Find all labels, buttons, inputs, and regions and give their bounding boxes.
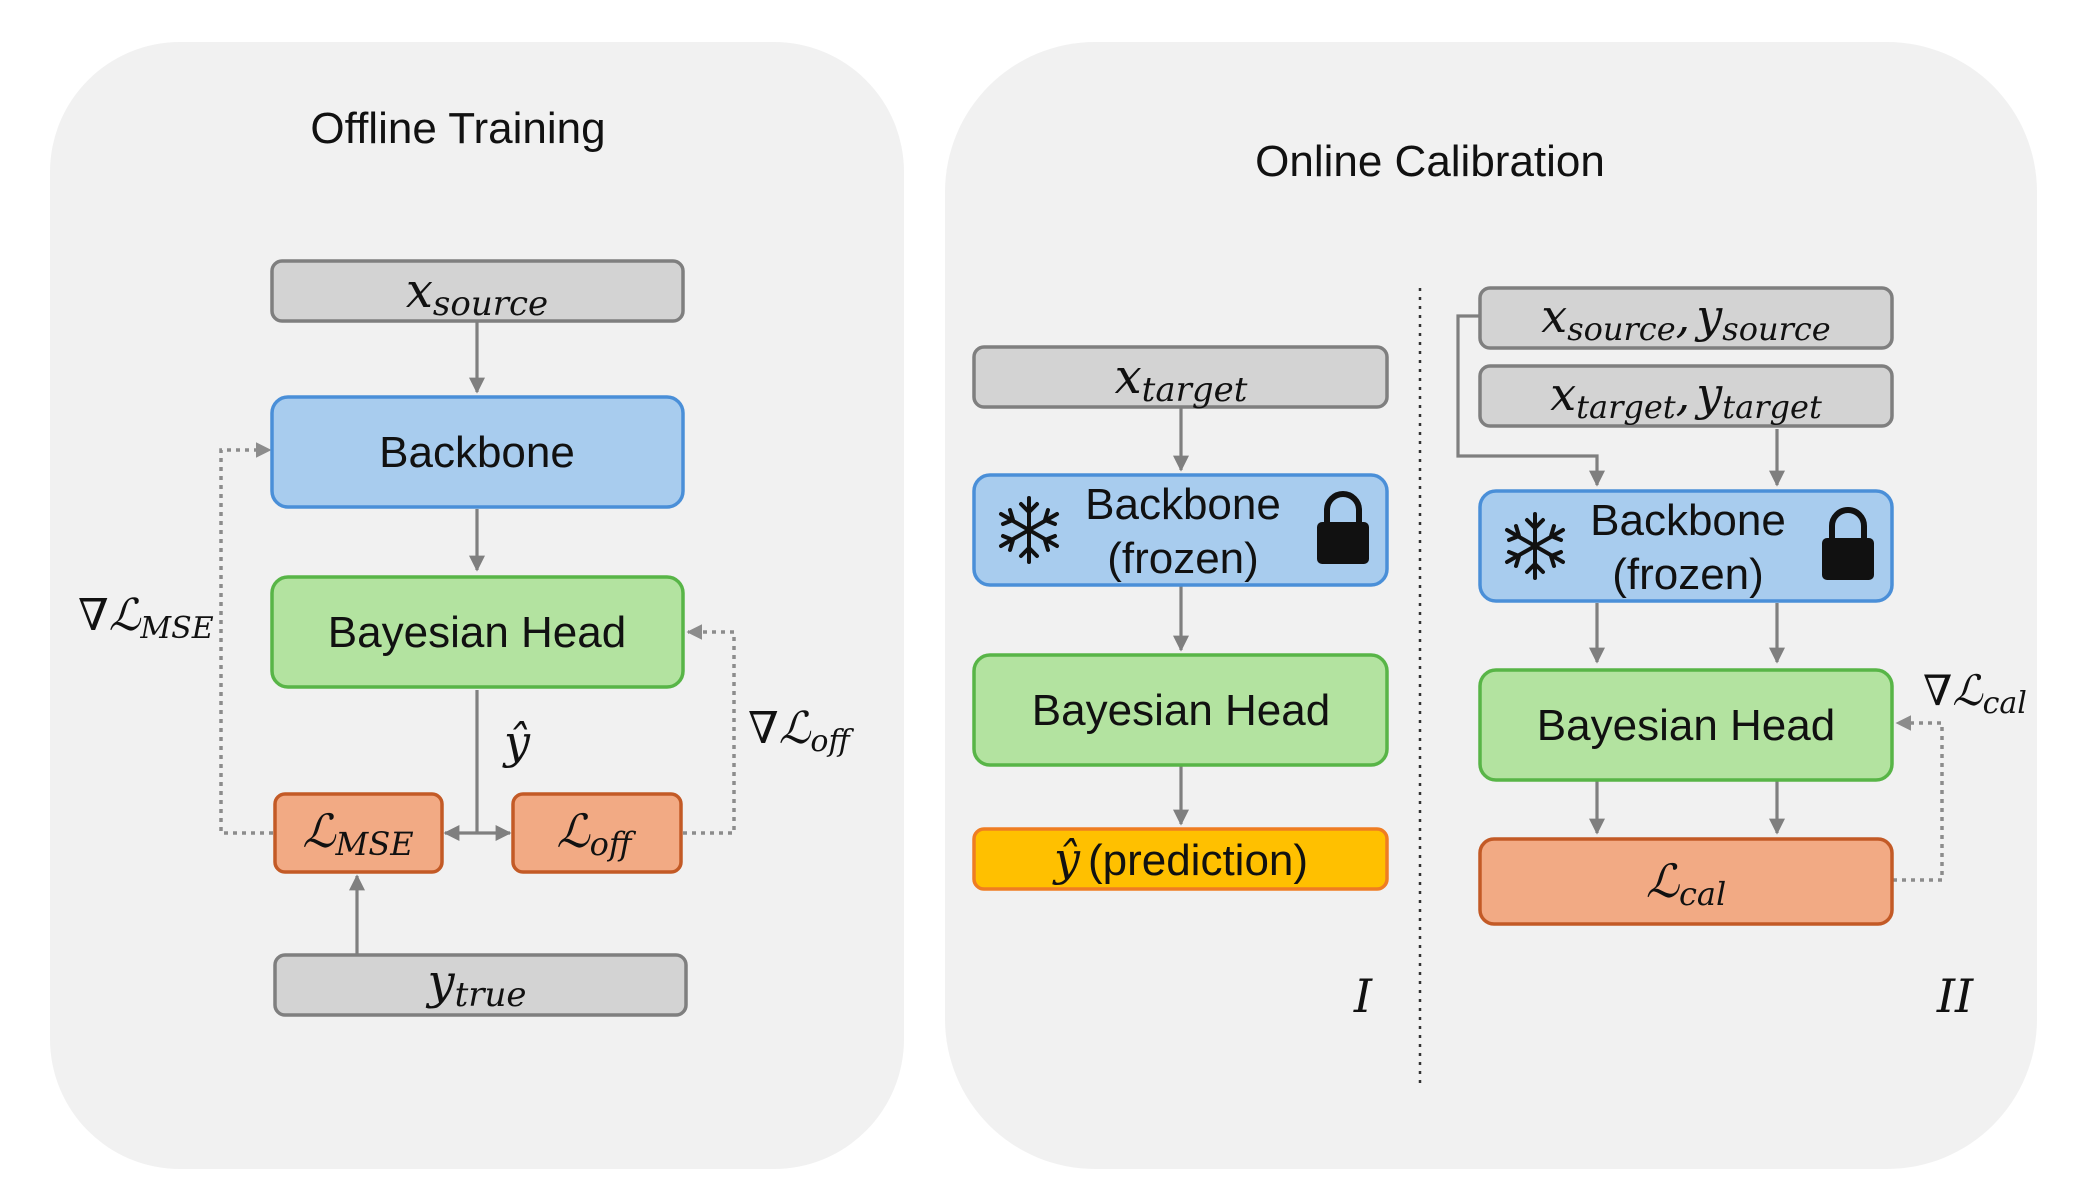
frozen-backbone-box-part2	[1478, 489, 1894, 603]
loss-mse-box	[273, 792, 444, 874]
source-pair-box	[1478, 286, 1894, 350]
backbone-label: Backbone	[379, 428, 575, 477]
y-true-box	[273, 953, 688, 1017]
x-target-label: xtarget	[1115, 349, 1248, 410]
x-target-box	[972, 345, 1389, 409]
x-source-label: xsource	[406, 263, 548, 324]
y-hat-label: ŷ	[502, 715, 531, 769]
online-panel-background	[945, 42, 2037, 1169]
frozen-label-part1: (frozen)	[1107, 534, 1259, 583]
loss-cal-label: ℒcal	[1646, 854, 1726, 913]
x-source-box	[270, 259, 685, 323]
arrow-source-pair-to-backbone	[1456, 314, 1605, 487]
loss-mse-label: ℒMSE	[302, 804, 413, 863]
part-1-numeral: I	[1353, 969, 1373, 1023]
bayesian-head-box-part1	[972, 653, 1389, 767]
offline-training-panel: Offline Training xsource Backbone Bayesi…	[50, 42, 904, 1169]
loss-off-label: ℒoff	[556, 804, 636, 863]
frozen-backbone-box-part1	[972, 473, 1389, 587]
prediction-box	[972, 827, 1389, 891]
source-pair-label: xsource,ysource	[1541, 289, 1830, 348]
backbone-box	[270, 395, 685, 509]
backbone-label-part2: Backbone	[1590, 496, 1786, 545]
frozen-label-part2: (frozen)	[1612, 550, 1764, 599]
backbone-label-part1: Backbone	[1085, 480, 1281, 529]
gradient-mse-feedback	[219, 442, 273, 835]
online-title: Online Calibration	[1255, 137, 1605, 186]
grad-cal-label: ∇ℒcal	[1923, 666, 2027, 721]
target-pair-box	[1478, 364, 1894, 428]
bayesian-head-box-part2	[1478, 668, 1894, 782]
part-2-numeral: II	[1936, 969, 1974, 1023]
y-true-label: ytrue	[425, 954, 526, 1015]
target-pair-label: xtarget,ytarget	[1550, 367, 1822, 426]
prediction-label: ŷ(prediction)	[1052, 832, 1308, 886]
grad-off-label: ∇ℒoff	[748, 703, 854, 759]
loss-off-box	[511, 792, 683, 874]
online-calibration-panel: Online Calibration xtarget Backbone (fro…	[945, 42, 2037, 1169]
gradient-cal-feedback	[1893, 715, 1944, 882]
grad-mse-label: ∇ℒMSE	[78, 590, 214, 646]
online-part-1: xtarget Backbone (frozen) Bayesian Head …	[972, 345, 1389, 1023]
bayesian-head-label-part2: Bayesian Head	[1537, 701, 1835, 750]
bayesian-head-label-part1: Bayesian Head	[1032, 686, 1330, 735]
online-part-2: xsource,ysource xtarget,ytarget Backbone…	[1456, 286, 2027, 1023]
bayesian-head-box	[270, 575, 685, 689]
loss-cal-box	[1478, 837, 1894, 926]
offline-title: Offline Training	[310, 104, 605, 153]
bayesian-head-label: Bayesian Head	[328, 608, 626, 657]
